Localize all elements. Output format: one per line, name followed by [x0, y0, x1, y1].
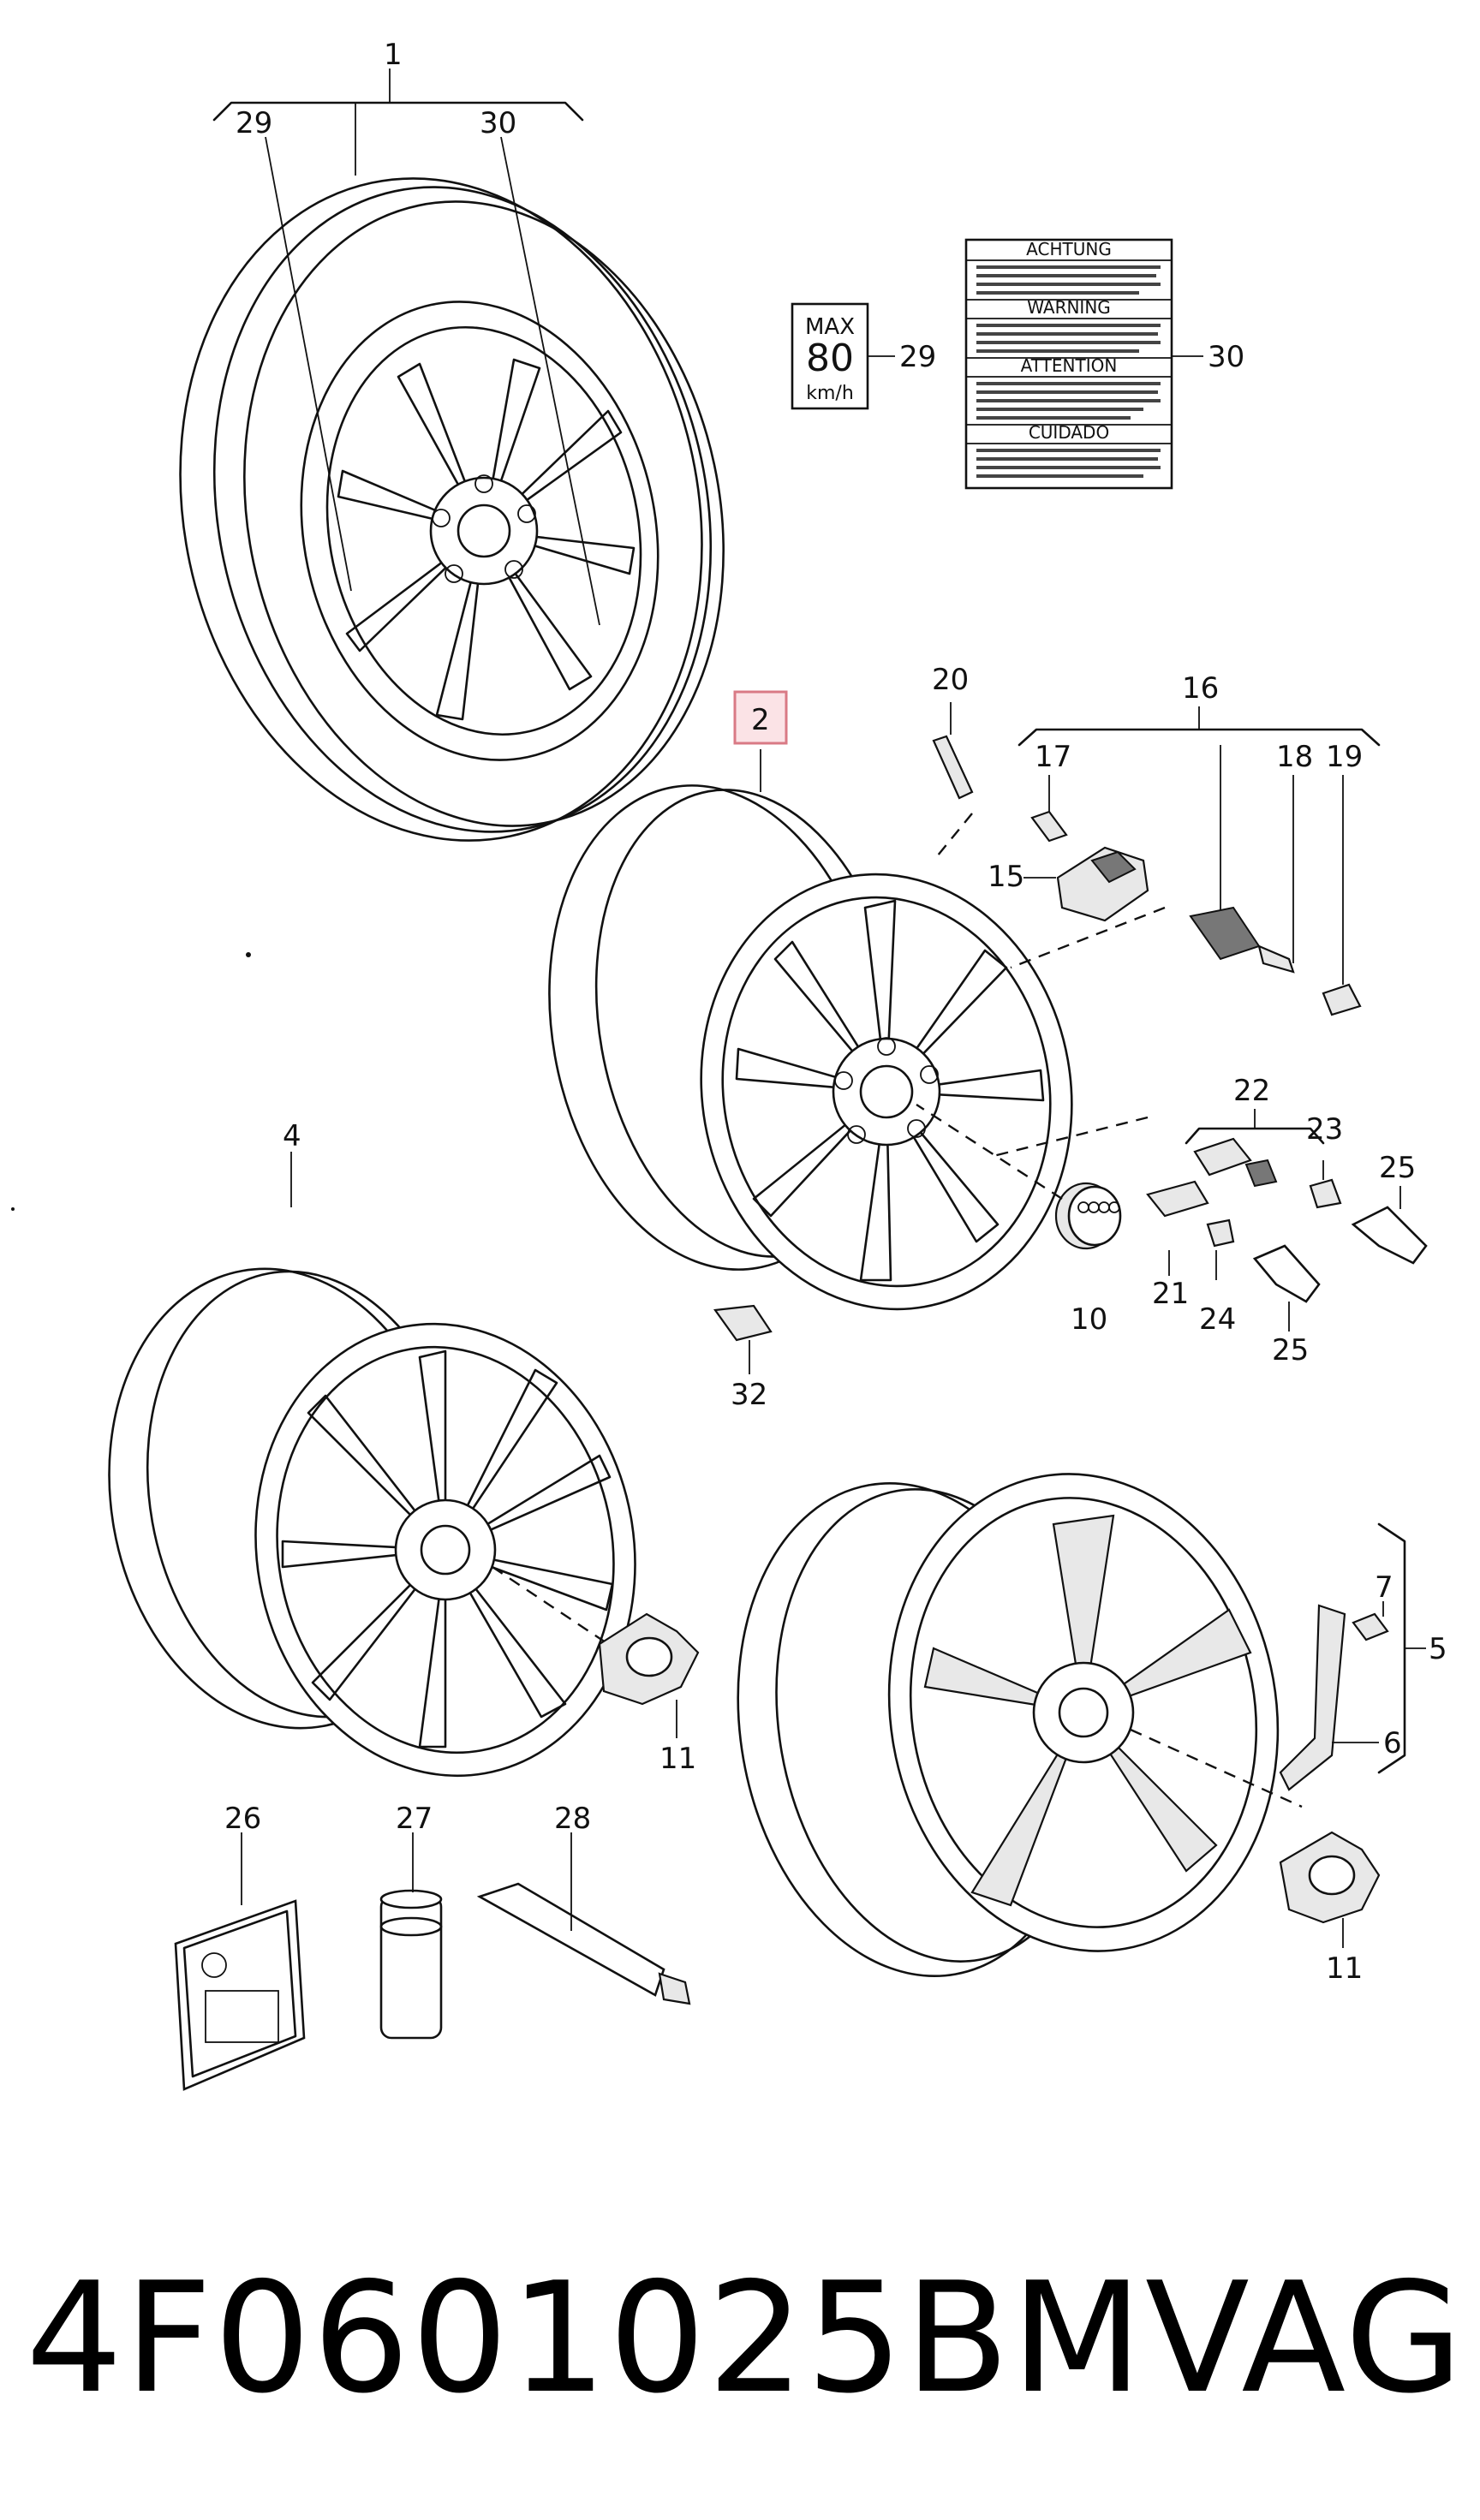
wheel-exploded-view: MAX 80 km/h ACHTUNG WARNING ATTENTION CU…: [11, 38, 1447, 2091]
callout-21: 21: [1152, 1277, 1189, 1311]
callout-18: 18: [1276, 740, 1313, 774]
callout-25-lower: 25: [1272, 1333, 1309, 1367]
callout-1: 1: [384, 38, 403, 72]
valve-body-16: [1189, 906, 1362, 1016]
speed-label-value: 80: [806, 337, 854, 380]
callout-4: 4: [283, 1119, 301, 1153]
callout-24: 24: [1199, 1302, 1236, 1337]
callout-30-leader: 30: [480, 106, 516, 140]
balance-weight-32: [713, 1304, 773, 1374]
tire-warning-label: ACHTUNG WARNING ATTENTION CUIDADO: [964, 238, 1203, 490]
center-cap-11-left: [598, 1612, 700, 1738]
scan-dot: [11, 1207, 15, 1211]
alloy-rim-4: [108, 1152, 636, 1778]
hub-cap-10: [916, 1103, 1122, 1250]
tube-28: [476, 1832, 691, 2005]
callout-19: 19: [1326, 740, 1363, 774]
speed-limit-label: MAX 80 km/h: [791, 302, 895, 410]
callout-32: 32: [731, 1378, 767, 1412]
warning-heading-4: CUIDADO: [1029, 422, 1109, 443]
speed-label-top: MAX: [805, 314, 855, 340]
callout-25-upper: 25: [1379, 1151, 1416, 1185]
tpms-sensor-15: [1010, 775, 1166, 969]
callout-20: 20: [932, 663, 969, 697]
callout-22: 22: [1233, 1074, 1270, 1108]
callout-11-right: 11: [1326, 1951, 1363, 1986]
warning-text-block-2: [976, 324, 1161, 353]
warning-text-block-4: [976, 449, 1161, 478]
callout-6: 6: [1383, 1726, 1402, 1760]
speed-label-unit: km/h: [806, 383, 854, 404]
callout-5: 5: [1429, 1632, 1447, 1666]
callout-30-label: 30: [1208, 340, 1244, 374]
warning-heading-3: ATTENTION: [1021, 355, 1118, 376]
screw-7: [1352, 1601, 1389, 1641]
callout-23: 23: [1306, 1112, 1343, 1147]
callout-29-leader: 29: [236, 106, 272, 140]
callout-7: 7: [1375, 1570, 1393, 1605]
callout-2: 2: [751, 703, 770, 737]
warning-heading-2: WARNING: [1027, 297, 1111, 318]
warning-text-block-3: [976, 382, 1161, 420]
cover-strip-6: [1279, 1604, 1379, 1791]
callout-29-label: 29: [899, 340, 936, 374]
selected-part-highlight[interactable]: [733, 690, 788, 745]
callout-26: 26: [224, 1802, 261, 1836]
rim-2-spokes: [735, 899, 1045, 1282]
repair-kit-26: [174, 1832, 306, 2091]
callout-10: 10: [1071, 1302, 1107, 1337]
callout-16: 16: [1182, 671, 1219, 706]
part-number: 4F0601025BM: [26, 2249, 1145, 2427]
warning-text-block-1: [976, 265, 1161, 295]
callout-15: 15: [988, 860, 1024, 894]
part-number-footer: 4F0601025BM VAG: [26, 2243, 1465, 2432]
rim-spokes: [337, 358, 636, 721]
center-cap-11-right: [1279, 1831, 1381, 1948]
spray-can-27: [379, 1832, 443, 2040]
callout-17: 17: [1035, 740, 1071, 774]
complete-wheel-assembly: [179, 69, 725, 842]
valve-stem-20: [932, 702, 974, 861]
scan-dot: [246, 952, 251, 957]
wheel-bolts: [993, 1109, 1428, 1331]
callout-27: 27: [396, 1802, 433, 1836]
warning-heading-1: ACHTUNG: [1026, 239, 1112, 259]
callout-11-left: 11: [659, 1742, 696, 1776]
alloy-rim-2: [548, 749, 1073, 1311]
rim-4-spokes: [281, 1349, 614, 1749]
alloy-rim-5: [737, 1473, 1303, 1977]
callout-28: 28: [554, 1802, 591, 1836]
brand-name: VAG: [1145, 2249, 1465, 2427]
